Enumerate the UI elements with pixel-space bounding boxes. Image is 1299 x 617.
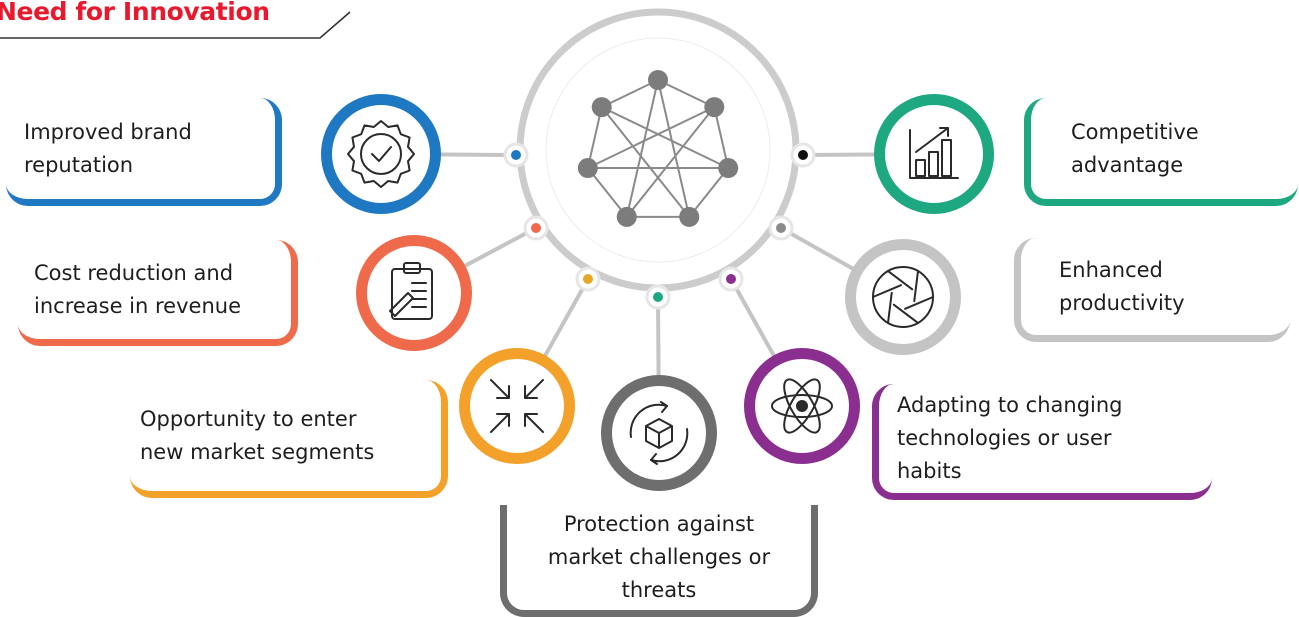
benefit-box-productivity: Enhanced productivity bbox=[1014, 238, 1290, 342]
benefit-box-protection: Protection against market challenges or th… bbox=[500, 505, 818, 617]
benefit-label-line: Adapting to changing bbox=[897, 393, 1123, 417]
benefit-label-adapting: Adapting to changing technologies or user… bbox=[897, 389, 1123, 488]
benefit-box-opportunity: Opportunity to enter new market segments bbox=[130, 380, 448, 498]
bar-chart-growth-icon bbox=[909, 127, 959, 179]
network-heptagon-icon bbox=[577, 70, 739, 227]
benefit-box-cost: Cost reduction and increase in revenue bbox=[18, 240, 298, 346]
node-inner-cost bbox=[367, 246, 461, 340]
benefit-label-protection: Protection against market challenges or th… bbox=[548, 508, 770, 607]
benefit-label-line: Enhanced bbox=[1059, 257, 1163, 282]
node-inner-competitive bbox=[885, 105, 983, 203]
node-inner-opportunity bbox=[470, 359, 564, 453]
benefit-label-line: productivity bbox=[1059, 290, 1185, 315]
benefit-label-line: market challenges or bbox=[547, 545, 771, 569]
benefit-label-line: Competitive bbox=[1071, 119, 1199, 144]
benefit-box-competitive: Competitive advantage bbox=[1024, 98, 1298, 206]
dot-competitive bbox=[798, 150, 808, 160]
dot-protection bbox=[653, 292, 663, 302]
clipboard-pen-icon bbox=[389, 262, 433, 320]
benefit-label-opportunity: Opportunity to enter new market segments bbox=[140, 403, 374, 469]
benefit-box-adapting: Adapting to changing technologies or user… bbox=[872, 384, 1212, 500]
benefit-label-brand: Improved brand reputation bbox=[24, 116, 192, 182]
benefit-label-productivity: Enhanced productivity bbox=[1059, 254, 1185, 320]
page-title: Need for Innovation bbox=[0, 0, 270, 26]
node-inner-brand bbox=[332, 105, 430, 203]
atom-icon bbox=[771, 378, 833, 434]
title-underline bbox=[0, 11, 351, 39]
market-arrows-icon bbox=[490, 379, 544, 433]
dot-productivity bbox=[776, 223, 786, 233]
benefit-label-line: advantage bbox=[1071, 152, 1184, 177]
aperture-icon bbox=[872, 266, 934, 328]
benefit-label-line: increase in revenue bbox=[34, 293, 241, 318]
center-inner-ring bbox=[545, 37, 771, 263]
benefit-label-cost: Cost reduction and increase in revenue bbox=[34, 257, 241, 323]
benefit-label-competitive: Competitive advantage bbox=[1071, 116, 1199, 182]
benefit-label-line: Cost reduction and bbox=[34, 260, 234, 285]
benefit-label-line: reputation bbox=[24, 152, 134, 177]
node-inner-productivity bbox=[856, 250, 950, 344]
benefit-label-line: Opportunity to enter bbox=[140, 406, 357, 431]
dot-cost bbox=[531, 223, 541, 233]
benefit-label-line: new market segments bbox=[140, 439, 375, 464]
benefit-label-line: Improved brand bbox=[24, 119, 192, 144]
dot-adapting bbox=[726, 274, 736, 284]
benefit-label-line: Protection against bbox=[563, 512, 755, 536]
benefit-label-line: threats bbox=[621, 578, 697, 602]
benefit-box-brand: Improved brand reputation bbox=[6, 98, 282, 206]
benefit-label-line: technologies or user bbox=[897, 426, 1112, 450]
dot-brand bbox=[511, 150, 521, 160]
dot-opportunity bbox=[583, 274, 593, 284]
badge-check-icon bbox=[347, 120, 415, 188]
benefit-label-line: habits bbox=[897, 459, 962, 483]
box-cycle-icon bbox=[629, 401, 689, 465]
